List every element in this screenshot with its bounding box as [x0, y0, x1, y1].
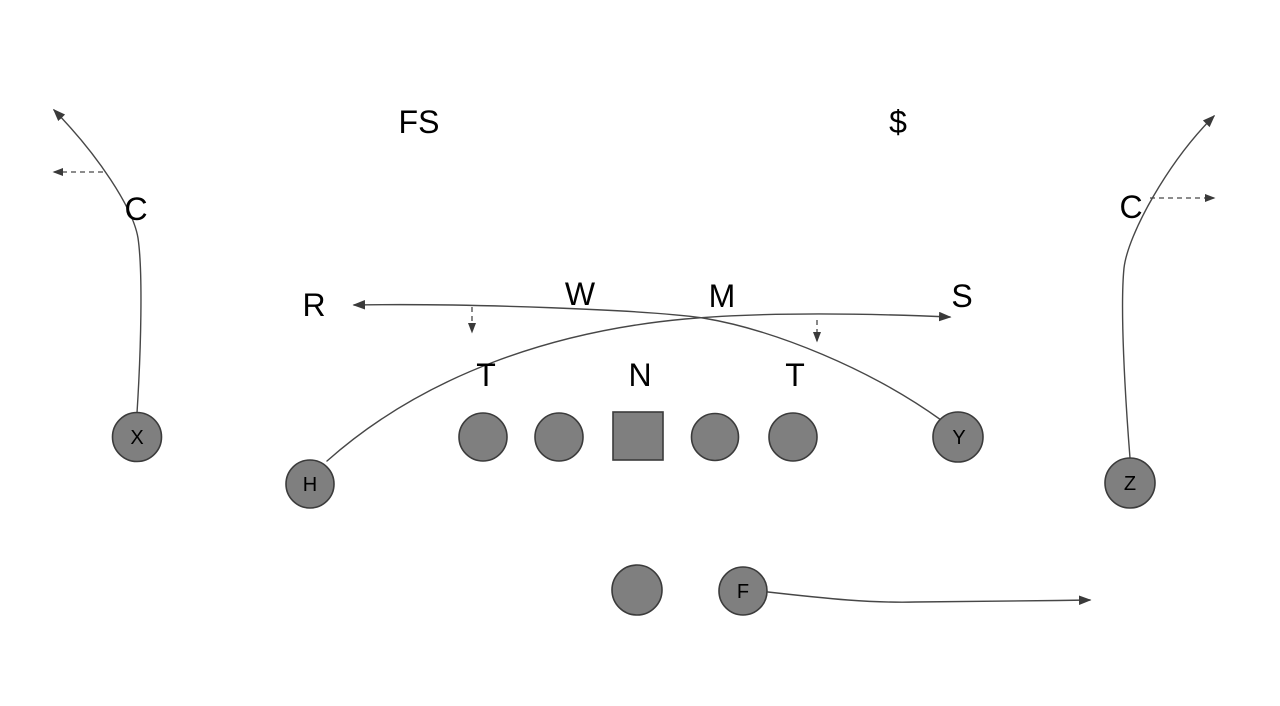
h-back-letter: H [303, 474, 317, 496]
label-rover: R [302, 287, 325, 323]
f-back-letter: F [737, 581, 749, 603]
x-receiver-node [111, 411, 163, 463]
route-x-corner [52, 108, 142, 414]
offensive-lineman-node-3 [690, 412, 740, 462]
player-nodes [111, 411, 1156, 616]
f-back-node [718, 566, 768, 616]
quarterback-node [611, 564, 663, 616]
y-receiver-letter: Y [952, 427, 965, 449]
label-nose: N [628, 357, 651, 393]
offensive-lineman-node-1 [458, 412, 508, 462]
label-mike-linebacker: M [709, 278, 736, 314]
offensive-lineman-node-2 [534, 412, 584, 462]
node-letters: X H Y Z F [130, 427, 1136, 603]
label-will-linebacker: W [565, 276, 596, 312]
offensive-lineman-node-4 [768, 412, 818, 462]
label-sam-linebacker: S [951, 278, 972, 314]
dashed-arrows [52, 168, 1216, 343]
label-corner-left: C [124, 191, 147, 227]
label-free-safety: FS [399, 104, 440, 140]
center-node [612, 411, 664, 461]
h-back-node [285, 459, 335, 509]
route-h-drag-right [326, 311, 952, 462]
z-receiver-node [1104, 457, 1156, 509]
routes [52, 108, 1216, 605]
route-z-corner [1121, 114, 1216, 459]
x-receiver-letter: X [130, 427, 143, 449]
z-receiver-letter: Z [1124, 473, 1136, 495]
y-receiver-node [932, 411, 984, 463]
label-corner-right: C [1119, 189, 1142, 225]
label-tackle-left: T [476, 357, 496, 393]
route-f-flat [767, 591, 1092, 605]
defense-labels: FS $ C C R W M S T N T [124, 104, 1142, 393]
label-money-safety: $ [889, 104, 907, 140]
label-tackle-right: T [785, 357, 805, 393]
